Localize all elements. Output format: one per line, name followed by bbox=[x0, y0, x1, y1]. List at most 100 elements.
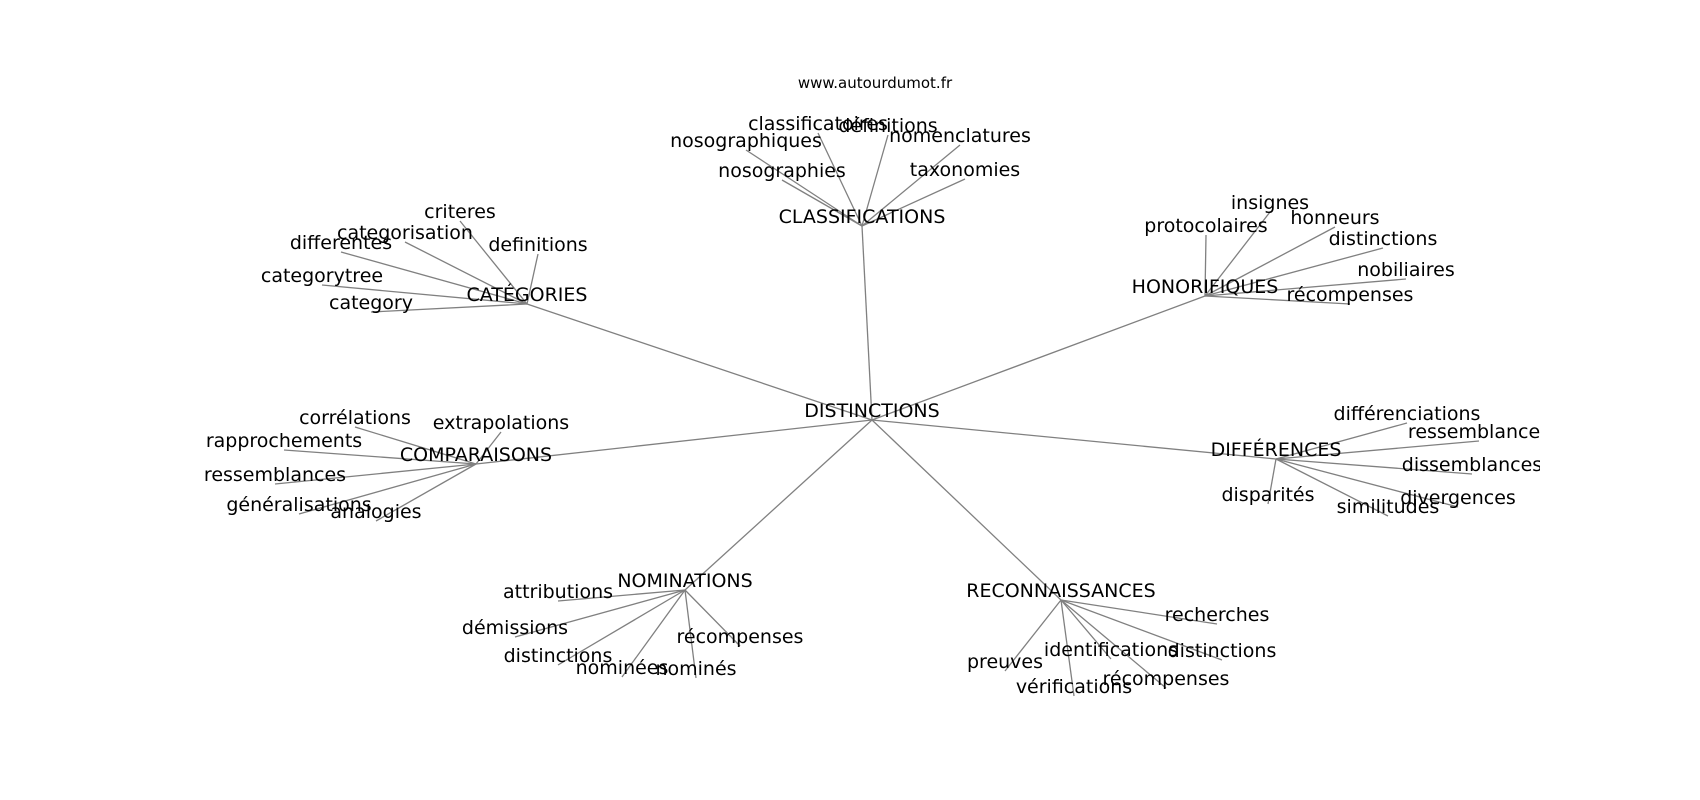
leaf-node-honorifiques-3: honneurs bbox=[1290, 207, 1379, 229]
leaf-node-reconnaissances-6: récompenses bbox=[1103, 668, 1230, 690]
edge-nominations-nominations-2 bbox=[514, 589, 686, 638]
edge-honorifiques-honorifiques-3 bbox=[1204, 226, 1336, 297]
edge-honorifiques-honorifiques-2 bbox=[1204, 234, 1207, 297]
edge-center-comparaisons bbox=[475, 419, 873, 465]
edge-differences-differences-5 bbox=[1275, 458, 1459, 508]
edge-comparaisons-comparaisons-5 bbox=[298, 463, 477, 515]
center-node-center: DISTINCTIONS bbox=[804, 400, 939, 422]
edge-differences-differences-2 bbox=[1275, 440, 1480, 460]
edge-comparaisons-comparaisons-4 bbox=[274, 463, 477, 485]
branch-node-categories: CATÉGORIES bbox=[467, 283, 588, 306]
leaf-node-classifications-4: nomenclatures bbox=[889, 125, 1031, 147]
leaf-node-reconnaissances-4: distinctions bbox=[1168, 640, 1277, 662]
leaf-node-comparaisons-3: rapprochements bbox=[206, 430, 362, 452]
edge-categories-categories-6 bbox=[370, 303, 528, 313]
edge-honorifiques-honorifiques-1 bbox=[1204, 211, 1271, 297]
edge-comparaisons-comparaisons-3 bbox=[283, 449, 477, 465]
leaf-node-classifications-3: nosographiques bbox=[670, 130, 822, 152]
leaf-node-comparaisons-5: généralisations bbox=[226, 494, 371, 516]
edge-comparaisons-comparaisons-1 bbox=[354, 426, 477, 465]
edge-differences-differences-3 bbox=[1275, 458, 1473, 475]
leaf-node-categories-2: categorisation bbox=[337, 222, 473, 244]
edge-comparaisons-comparaisons-6 bbox=[375, 463, 477, 522]
leaf-node-categories-4: definitions bbox=[488, 234, 587, 256]
edge-categories-categories-4 bbox=[526, 253, 539, 305]
edge-nominations-nominations-1 bbox=[557, 589, 686, 602]
leaf-node-differences-1: différenciations bbox=[1334, 403, 1481, 425]
leaf-node-comparaisons-2: extrapolations bbox=[433, 412, 569, 434]
leaf-node-differences-3: dissemblances bbox=[1402, 454, 1542, 476]
leaf-node-comparaisons-4: ressemblances bbox=[204, 464, 346, 486]
leaf-node-differences-4: disparités bbox=[1221, 484, 1314, 506]
leaf-node-classifications-6: taxonomies bbox=[910, 159, 1020, 181]
leaf-node-honorifiques-4: distinctions bbox=[1329, 228, 1438, 250]
edge-comparaisons-comparaisons-2 bbox=[475, 431, 502, 465]
leaf-node-categories-1: criteres bbox=[424, 201, 496, 223]
edge-classifications-classifications-1 bbox=[817, 132, 863, 227]
leaf-node-comparaisons-1: corrélations bbox=[299, 407, 411, 429]
leaf-node-reconnaissances-3: identifications bbox=[1044, 639, 1178, 661]
leaf-node-honorifiques-5: nobiliaires bbox=[1357, 259, 1454, 281]
edge-classifications-classifications-4 bbox=[861, 144, 961, 227]
leaf-node-categories-6: category bbox=[329, 292, 413, 314]
branch-node-honorifiques: HONORIFIQUES bbox=[1132, 276, 1279, 298]
edge-categories-categories-5 bbox=[321, 284, 528, 305]
edge-reconnaissances-reconnaissances-4 bbox=[1060, 599, 1223, 661]
leaf-node-categories-3: differentes bbox=[290, 232, 392, 254]
edge-center-categories bbox=[526, 303, 873, 421]
leaf-node-categories-5: categorytree bbox=[261, 265, 383, 287]
edge-reconnaissances-reconnaissances-1 bbox=[1060, 599, 1218, 625]
edge-differences-differences-1 bbox=[1275, 422, 1408, 460]
edge-categories-categories-1 bbox=[459, 220, 528, 305]
leaf-node-comparaisons-6: analogies bbox=[330, 501, 421, 523]
branch-node-differences: DIFFÉRENCES bbox=[1211, 438, 1342, 461]
plot-area: DISTINCTIONS CATÉGORIES criterescategorisa… bbox=[204, 113, 1550, 698]
edge-classifications-classifications-3 bbox=[745, 149, 863, 227]
leaf-node-nominations-2: démissions bbox=[462, 617, 568, 639]
edge-nominations-nominations-4 bbox=[557, 589, 686, 666]
edge-honorifiques-honorifiques-5 bbox=[1204, 278, 1407, 297]
leaf-node-nominations-5: nominées bbox=[576, 657, 669, 679]
leaf-node-differences-5: divergences bbox=[1400, 487, 1516, 509]
source-watermark: www.autourdumot.fr bbox=[798, 74, 953, 92]
leaf-node-nominations-6: nominés bbox=[655, 658, 736, 680]
edge-reconnaissances-reconnaissances-6 bbox=[1060, 599, 1167, 689]
leaf-node-honorifiques-1: insignes bbox=[1231, 192, 1309, 214]
edge-categories-categories-3 bbox=[340, 251, 528, 305]
leaf-node-classifications-1: classificatoires bbox=[748, 113, 888, 135]
edges-layer bbox=[274, 132, 1480, 697]
leaf-node-nominations-3: récompenses bbox=[677, 626, 804, 648]
edge-reconnaissances-reconnaissances-3 bbox=[1060, 599, 1112, 660]
edge-nominations-nominations-5 bbox=[621, 589, 686, 678]
leaf-node-differences-2: ressemblances bbox=[1408, 421, 1550, 443]
edge-reconnaissances-reconnaissances-5 bbox=[1060, 599, 1075, 697]
branch-node-nominations: NOMINATIONS bbox=[617, 570, 752, 592]
leaf-node-classifications-5: nosographies bbox=[718, 160, 846, 182]
edge-center-differences bbox=[871, 419, 1277, 460]
edge-center-nominations bbox=[684, 419, 873, 591]
edge-classifications-classifications-2 bbox=[861, 134, 889, 227]
edge-nominations-nominations-6 bbox=[684, 589, 697, 679]
edge-center-honorifiques bbox=[871, 295, 1206, 421]
edge-center-reconnaissances bbox=[871, 419, 1062, 601]
leaf-node-differences-6: similitudes bbox=[1337, 496, 1440, 518]
labels-layer: DISTINCTIONS CATÉGORIES criterescategorisa… bbox=[204, 113, 1550, 698]
edge-center-classifications bbox=[861, 225, 873, 421]
leaf-node-classifications-2: définitions bbox=[838, 115, 937, 137]
edge-differences-differences-6 bbox=[1275, 458, 1389, 517]
edge-reconnaissances-reconnaissances-2 bbox=[1004, 599, 1062, 672]
leaf-node-honorifiques-6: récompenses bbox=[1287, 284, 1414, 306]
branch-node-reconnaissances: RECONNAISSANCES bbox=[966, 580, 1155, 602]
edge-honorifiques-honorifiques-4 bbox=[1204, 247, 1384, 297]
edge-differences-differences-4 bbox=[1267, 458, 1277, 505]
leaf-node-reconnaissances-2: preuves bbox=[967, 651, 1043, 673]
edge-nominations-nominations-3 bbox=[684, 589, 741, 647]
edge-honorifiques-honorifiques-6 bbox=[1204, 295, 1351, 305]
branch-node-classifications: CLASSIFICATIONS bbox=[779, 206, 946, 228]
leaf-node-nominations-1: attributions bbox=[503, 581, 613, 603]
leaf-node-nominations-4: distinctions bbox=[504, 645, 613, 667]
leaf-node-reconnaissances-5: vérifications bbox=[1016, 676, 1132, 698]
branch-node-comparaisons: COMPARAISONS bbox=[400, 444, 552, 466]
edge-classifications-classifications-5 bbox=[781, 179, 863, 227]
